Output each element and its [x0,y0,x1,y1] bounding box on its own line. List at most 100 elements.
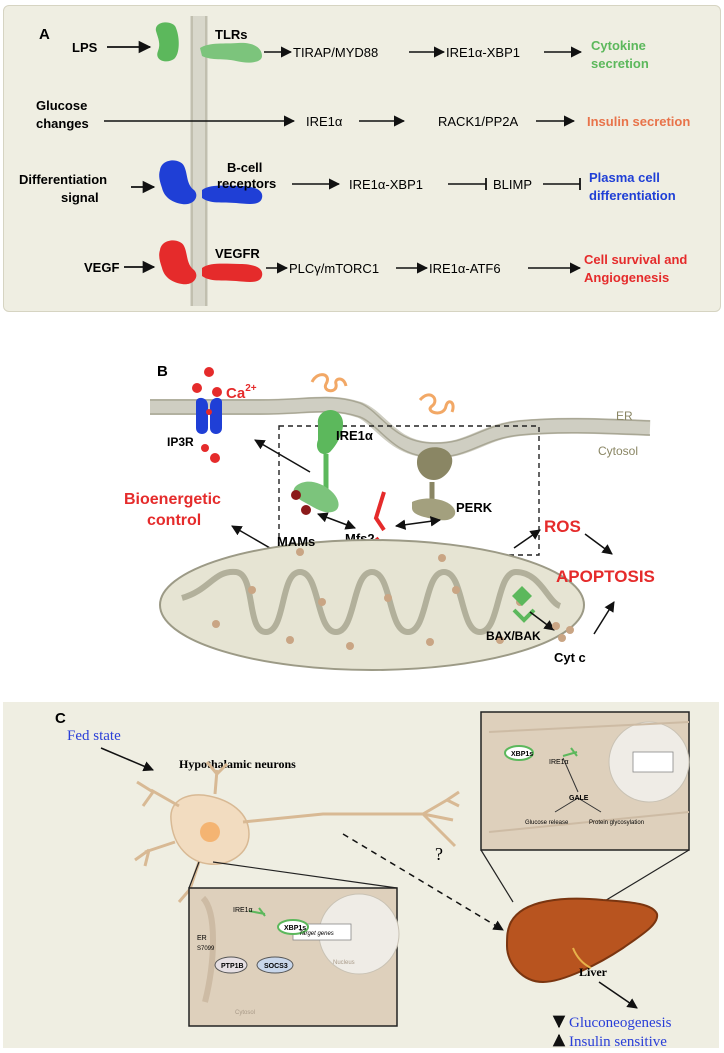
panel-a-diagram: A LPS TLRs TIRAP/MYD88 IRE1α-XBP1 Cytoki… [19,16,690,306]
row2-input-line1: Glucose [36,98,87,113]
calcium-ions-icon [192,367,222,463]
panel-b-diagram: B ER Cytosol Ca2+ IP3R [124,363,655,671]
tlr-receptor-icon [155,22,262,63]
row3-input-line1: Differentiation [19,172,107,187]
bcr-receptor-icon [159,160,263,205]
question-mark: ? [435,844,443,864]
liver-icon [505,897,659,984]
calcium-charge: 2+ [245,383,257,394]
cytc-label: Cyt c [554,650,586,665]
liver-to-outcome-arrow [598,981,638,1009]
row3-receptor-line1: B-cell [227,160,262,175]
row2-step1: IRE1α [306,114,343,129]
bioenergetic-line1: Bioenergetic [124,491,221,508]
row4-step2: IRE1α-ATF6 [429,261,501,276]
inset1-er: ER [197,935,207,942]
inset1-genes: Target genes [299,931,334,937]
inset2-glucose: Glucose release [525,820,569,826]
inset2-connector-right [602,849,690,903]
fed-to-neuron-arrow [100,747,154,772]
mitochondrion-icon [159,539,585,671]
row1-receptor: TLRs [215,27,248,42]
fed-state-label: Fed state [67,728,121,744]
panel-b: B ER Cytosol Ca2+ IP3R [0,340,724,680]
mito-to-ros-arrow [513,529,541,549]
row3-outcome-line2: differentiation [589,188,676,203]
row1-outcome-line2: secretion [591,56,649,71]
calcium-symbol: Ca [226,385,246,402]
inset2-ire1: IRE1α [549,759,569,766]
baxbak-label: BAX/BAK [486,629,541,643]
inset1-nucleus: Nucleus [333,960,355,966]
row1-outcome-line1: Cytokine [591,38,646,53]
perk-label: PERK [456,500,493,515]
inset1-hypothalamic-panel [188,887,400,1027]
inset2-xbp1: XBP1s [511,751,533,758]
inset1-connector-left [188,861,200,889]
ire1-label: IRE1α [336,428,373,443]
panel-b-label: B [157,363,168,380]
row4-step1: PLCγ/mTORC1 [289,261,379,276]
row3-outcome-line1: Plasma cell [589,170,660,185]
inset1-ire1: IRE1α [233,907,253,914]
row3-receptor-line2: receptors [217,176,276,191]
mams-dashed-box [278,425,540,556]
bioenergetic-line2: control [147,512,201,529]
calcium-label: Ca2+ [226,383,257,402]
bax-to-cytc-arrow [529,611,555,631]
ip3r-channel-icon [196,397,222,434]
vegfr-receptor-icon [159,240,263,285]
panel-a: A LPS TLRs TIRAP/MYD88 IRE1α-XBP1 Cytoki… [3,5,721,312]
row3-step2: BLIMP [493,177,532,192]
er-label: ER [616,409,633,423]
inset2-connector-left [480,849,514,903]
ire1-mfs2-arrow [317,512,356,530]
mams-label: MAMs [277,534,315,549]
er-membrane [150,396,651,459]
row4-outcome-line1: Cell survival and [584,252,687,267]
liver-label: Liver [579,965,608,979]
ros-label: ROS [544,517,581,536]
inset1-xbp1: XBP1s [284,925,306,932]
inset1-ptp1b: PTP1B [221,963,244,970]
panel-c-label: C [55,710,66,727]
row2-input-line2: changes [36,116,89,131]
row3-step1: IRE1α-XBP1 [349,177,423,192]
panel-c: C Fed state Hypothalamic neurons ? IRE1α… [3,702,719,1050]
neuron-icon [134,761,460,907]
neurons-label: Hypothalamic neurons [179,757,296,771]
row4-receptor: VEGFR [215,246,260,261]
ip3r-label: IP3R [167,435,194,449]
mito-to-bioenergetic-arrow [231,525,271,549]
row4-input: VEGF [84,260,119,275]
ire1-receptor-icon [291,410,344,515]
outcome-gluconeogenesis: Gluconeogenesis [569,1015,672,1031]
row1-step2: IRE1α-XBP1 [446,45,520,60]
inset1-connector-right [212,861,398,889]
panel-a-label: A [39,26,50,43]
inset2-gale: GALE [569,795,589,802]
unfolded-protein-icon [310,373,455,415]
inset1-cytosol: Cytosol [235,1010,255,1016]
apoptosis-label: APOPTOSIS [556,567,655,586]
cytosol-label: Cytosol [598,444,638,458]
ros-to-apoptosis-arrow [584,533,613,555]
row3-input-line2: signal [61,190,99,205]
mfs2-perk-arrow [394,516,442,530]
membrane-band [190,16,208,306]
perk-receptor-icon [412,447,456,521]
inset1-s7099: S7099 [197,946,215,952]
inset1-socs3: SOCS3 [264,963,288,970]
inset2-protein: Protein glycosylation [589,820,644,826]
row1-step1: TIRAP/MYD88 [293,45,378,60]
row2-step2: RACK1/PP2A [438,114,519,129]
inset2-liver-panel [480,711,690,851]
ire1-to-ip3r-arrow [254,439,311,473]
row1-input: LPS [72,40,98,55]
row2-outcome: Insulin secretion [587,114,690,129]
cytochrome-c-icon [552,622,574,642]
neuron-to-liver-arrow [342,833,504,931]
row4-outcome-line2: Angiogenesis [584,270,669,285]
outcome-insulin: Insulin sensitive [569,1034,667,1048]
cytc-to-apoptosis-arrow [593,601,615,635]
